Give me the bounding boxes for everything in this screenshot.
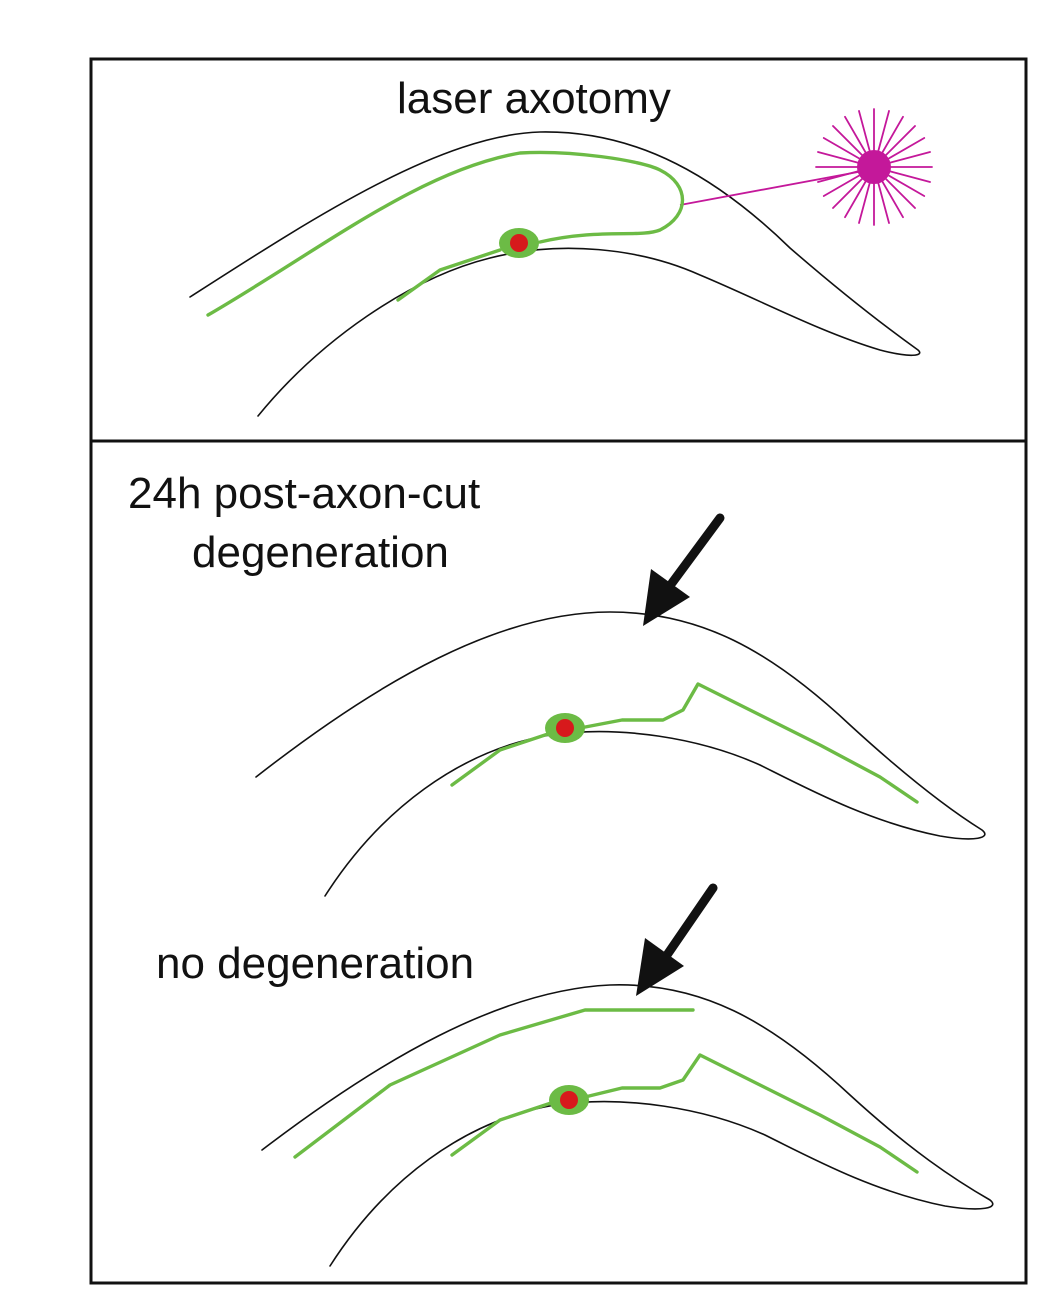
laser-core	[857, 150, 891, 184]
laser-ray	[832, 125, 866, 159]
dendrite-bottom	[450, 1098, 562, 1157]
laser-burst-icon	[815, 108, 933, 226]
panel-bottom-subtitle: no degeneration	[156, 939, 474, 988]
soma-top-nucleus	[510, 234, 528, 252]
laser-ray	[886, 169, 931, 183]
soma-bottom-nucleus	[560, 1091, 578, 1109]
laser-ray	[858, 110, 872, 155]
laser-ray	[876, 179, 890, 224]
dendrite-middle	[450, 728, 562, 787]
soma-middle-nucleus	[556, 719, 574, 737]
axon-top-intact	[206, 150, 685, 317]
laser-ray	[886, 151, 931, 165]
worm-no-degeneration	[261, 883, 994, 1267]
laser-ray	[817, 169, 862, 183]
laser-ray	[885, 137, 926, 161]
panel-bottom-border	[89, 439, 1028, 1285]
laser-ray	[882, 175, 916, 209]
worm-outline-middle	[255, 611, 986, 897]
dendrite-top	[396, 248, 502, 302]
worm-outline-bottom	[261, 984, 994, 1267]
laser-ray	[844, 178, 868, 219]
laser-ray	[880, 115, 904, 156]
laser-ray	[817, 151, 862, 165]
worm-outline-top	[189, 131, 921, 417]
panel-bottom-title-line2: degeneration	[192, 528, 449, 577]
laser-ray	[832, 175, 866, 209]
laser-ray	[880, 178, 904, 219]
panel-laser-axotomy: laser axotomy	[89, 57, 1028, 443]
laser-ray	[882, 125, 916, 159]
worm-degeneration	[255, 513, 986, 897]
laser-ray	[858, 179, 872, 224]
laser-ray	[822, 137, 863, 161]
axon-bottom-intact	[293, 1008, 695, 1159]
panel-post-cut: 24h post-axon-cut degeneration no degene…	[89, 439, 1028, 1285]
axon-bottom-distal	[583, 1053, 919, 1174]
panel-bottom-title-line1: 24h post-axon-cut	[128, 469, 480, 518]
arrow-down-left-icon	[636, 883, 718, 996]
laser-ray	[876, 110, 890, 155]
panel-top-title: laser axotomy	[397, 74, 671, 123]
laser-ray	[822, 173, 863, 197]
axon-middle-remnant	[578, 682, 919, 804]
arrow-down-left-icon	[643, 513, 725, 626]
laser-ray	[885, 173, 926, 197]
laser-ray	[844, 115, 868, 156]
